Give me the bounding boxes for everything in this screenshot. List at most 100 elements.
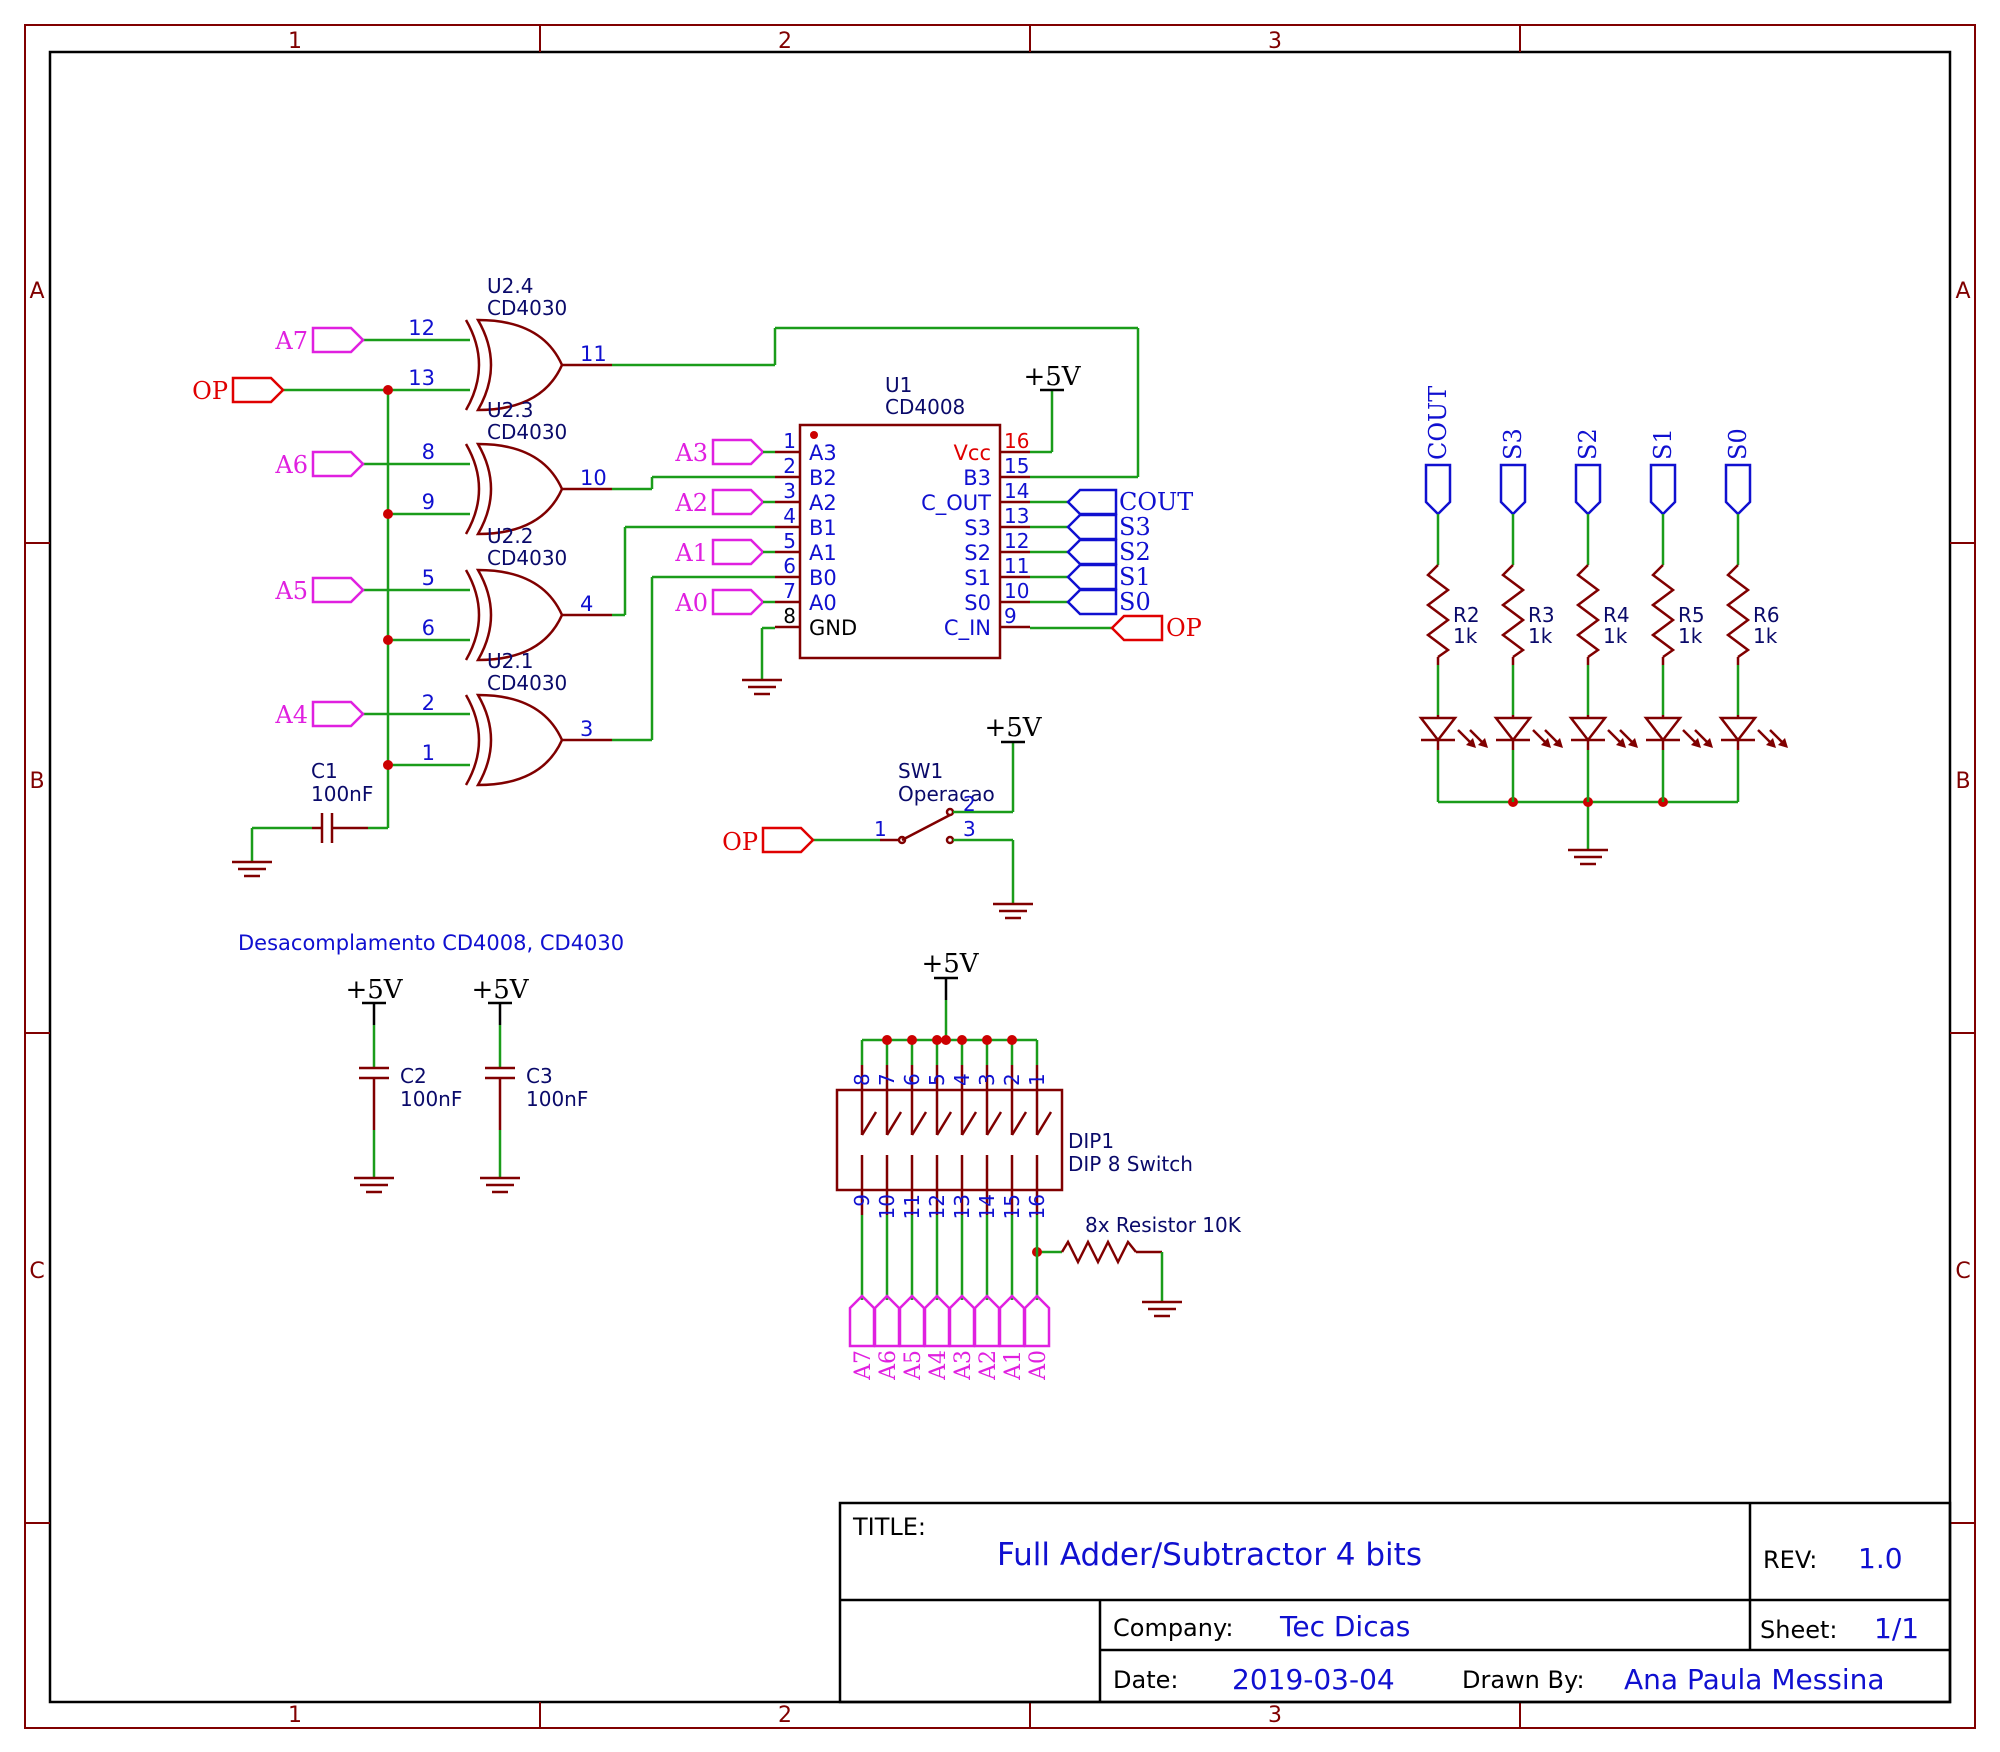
gate-input-wiring: C1 100nF	[232, 338, 470, 878]
col-label-3-bottom: 3	[1268, 1703, 1282, 1728]
c3-value: 100nF	[526, 1087, 588, 1111]
sw1-supply-label: +5V	[984, 713, 1042, 743]
sw1-op-port-label: OP	[722, 828, 758, 856]
decoupling-note: Desacomplamento CD4008, CD4030	[238, 931, 624, 955]
dip-bottom-pin: 11	[900, 1194, 924, 1219]
xor-pin-out: 3	[580, 717, 593, 741]
cin-port-label: OP	[1166, 614, 1202, 642]
led-resistor-ref: R6	[1753, 603, 1780, 627]
c1-ref: C1	[311, 759, 338, 783]
dip-top-pin: 4	[950, 1073, 974, 1086]
port-label: OP	[192, 377, 228, 405]
xor-ref: U2.4	[487, 274, 533, 298]
sw1-value: Operacao	[898, 782, 995, 806]
dip-top-pin: 2	[1000, 1073, 1024, 1086]
dip-bottom-pin: 9	[850, 1194, 874, 1207]
dip-port-label: A0	[1026, 1350, 1051, 1381]
u1-pin-name: C_OUT	[921, 491, 991, 516]
c2-ref: C2	[400, 1064, 427, 1088]
led-port-label: S3	[1499, 428, 1527, 460]
row-label-a-right: A	[1955, 279, 1970, 304]
row-label-b-right: B	[1955, 769, 1970, 794]
port-label: A1	[674, 539, 708, 567]
gate-output-wiring	[612, 326, 1140, 742]
company-value: Tec Dicas	[1279, 1610, 1410, 1643]
rev-value: 1.0	[1858, 1542, 1903, 1575]
decoupling-section: Desacomplamento CD4008, CD4030 +5V C2 10…	[238, 931, 624, 1194]
date-value: 2019-03-04	[1232, 1663, 1395, 1696]
u1-pin-name: GND	[809, 616, 857, 640]
dip-switch-section: +5V DIP1 DIP 8 Switch 8x Resistor 10K 89…	[835, 949, 1242, 1381]
c3-supply-label: +5V	[471, 975, 529, 1005]
out-port-cout: COUT	[1066, 488, 1193, 516]
u1-pin-name: A3	[809, 441, 837, 465]
u1-pin-14: 14C_OUT	[921, 479, 1030, 516]
u1-pin-name: B2	[809, 466, 837, 490]
led-resistor-ref: R4	[1603, 603, 1630, 627]
u1-pin-number: 1	[783, 429, 796, 453]
sw1-pin-1: 1	[874, 817, 887, 841]
dip-ref: DIP1	[1068, 1129, 1114, 1153]
out-port-s2: S2	[1066, 538, 1151, 566]
port-a5: A5	[274, 576, 365, 605]
port-label: A2	[674, 489, 708, 517]
dip-value: DIP 8 Switch	[1068, 1152, 1193, 1176]
xor-pin-in1: 5	[422, 566, 435, 590]
col-label-2-bottom: 2	[778, 1703, 792, 1728]
xor-ref: U2.2	[487, 524, 533, 548]
dip-top-pin: 6	[900, 1073, 924, 1086]
port-a2: A2	[674, 488, 775, 517]
led-resistor-ref: R3	[1528, 603, 1555, 627]
out-port-label: S2	[1119, 538, 1151, 566]
u1-pin-name: B1	[809, 516, 837, 540]
u1-pin-name: A2	[809, 491, 837, 515]
drawn-by-value: Ana Paula Messina	[1624, 1663, 1885, 1696]
u1-pin-number: 4	[783, 504, 796, 528]
u1-pin-number: 2	[783, 454, 796, 478]
xor-gate-group: U2.4CD4030121311U2.3CD40308910U2.2CD4030…	[408, 274, 612, 787]
xor-pin-in2: 1	[422, 741, 435, 765]
dip-bottom-pin: 15	[1000, 1194, 1024, 1219]
xor-pin-in1: 12	[408, 316, 435, 340]
port-a0: A0	[674, 588, 775, 617]
u1-pin-number: 3	[783, 479, 796, 503]
dip-bottom-pin: 14	[975, 1194, 999, 1219]
led-resistor-value: 1k	[1678, 624, 1703, 648]
xor-pin-out: 4	[580, 592, 593, 616]
port-label: A6	[274, 451, 308, 479]
port-label: A3	[674, 439, 708, 467]
dip-supply-label: +5V	[921, 949, 979, 979]
row-label-a-left: A	[29, 279, 44, 304]
row-label-b-left: B	[29, 769, 44, 794]
port-a1: A1	[674, 538, 775, 567]
u1-value: CD4008	[885, 395, 965, 419]
xor-pin-out: 11	[580, 342, 607, 366]
u1-ref: U1	[885, 373, 912, 397]
u1-pin-name: B3	[963, 466, 991, 490]
company-label: Company:	[1113, 1614, 1234, 1642]
ground-symbol	[232, 860, 272, 878]
port-a6: A6	[274, 450, 365, 479]
u1-pin-number: 16	[1004, 429, 1029, 453]
c2-value: 100nF	[400, 1087, 462, 1111]
